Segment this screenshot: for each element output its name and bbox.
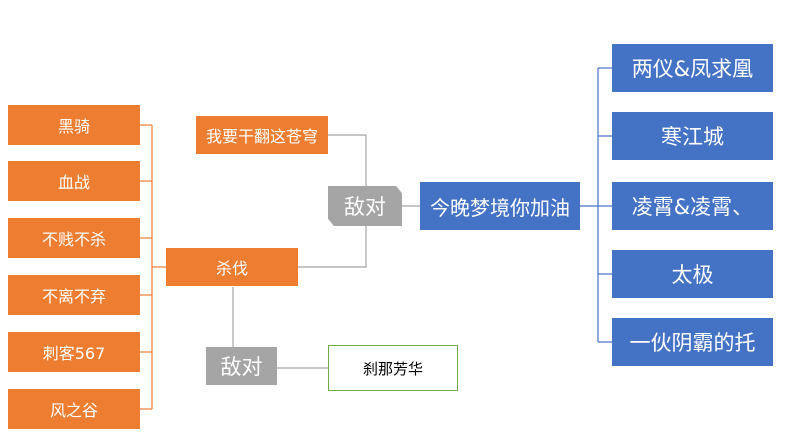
left-node[interactable]: 不贱不杀 bbox=[8, 218, 140, 258]
center-topic[interactable]: 今晚梦境你加油 bbox=[420, 182, 580, 230]
left-node[interactable]: 血战 bbox=[8, 161, 140, 201]
right-node[interactable]: 太极 bbox=[612, 250, 773, 298]
right-node[interactable]: 寒江城 bbox=[612, 112, 773, 160]
right-node[interactable]: 两仪&凤求凰 bbox=[612, 44, 773, 92]
left-node[interactable]: 刺客567 bbox=[8, 332, 140, 372]
left-node[interactable]: 不离不弃 bbox=[8, 275, 140, 315]
left-node[interactable]: 黑骑 bbox=[8, 105, 140, 145]
right-node[interactable]: 凌霄&凌霄、 bbox=[612, 182, 773, 230]
connector bbox=[298, 226, 367, 268]
left-node[interactable]: 风之谷 bbox=[8, 389, 140, 429]
mid-left-node[interactable]: 杀伐 bbox=[166, 248, 298, 286]
connector bbox=[328, 134, 367, 186]
lower-node[interactable]: 刹那芳华 bbox=[328, 345, 458, 391]
right-node[interactable]: 一伙阴霸的托 bbox=[612, 318, 773, 366]
relation-tag-enemy-lower[interactable]: 敌对 bbox=[206, 347, 277, 385]
relation-tag-enemy[interactable]: 敌对 bbox=[328, 186, 402, 226]
upper-left-node[interactable]: 我要干翻这苍穹 bbox=[196, 116, 328, 154]
